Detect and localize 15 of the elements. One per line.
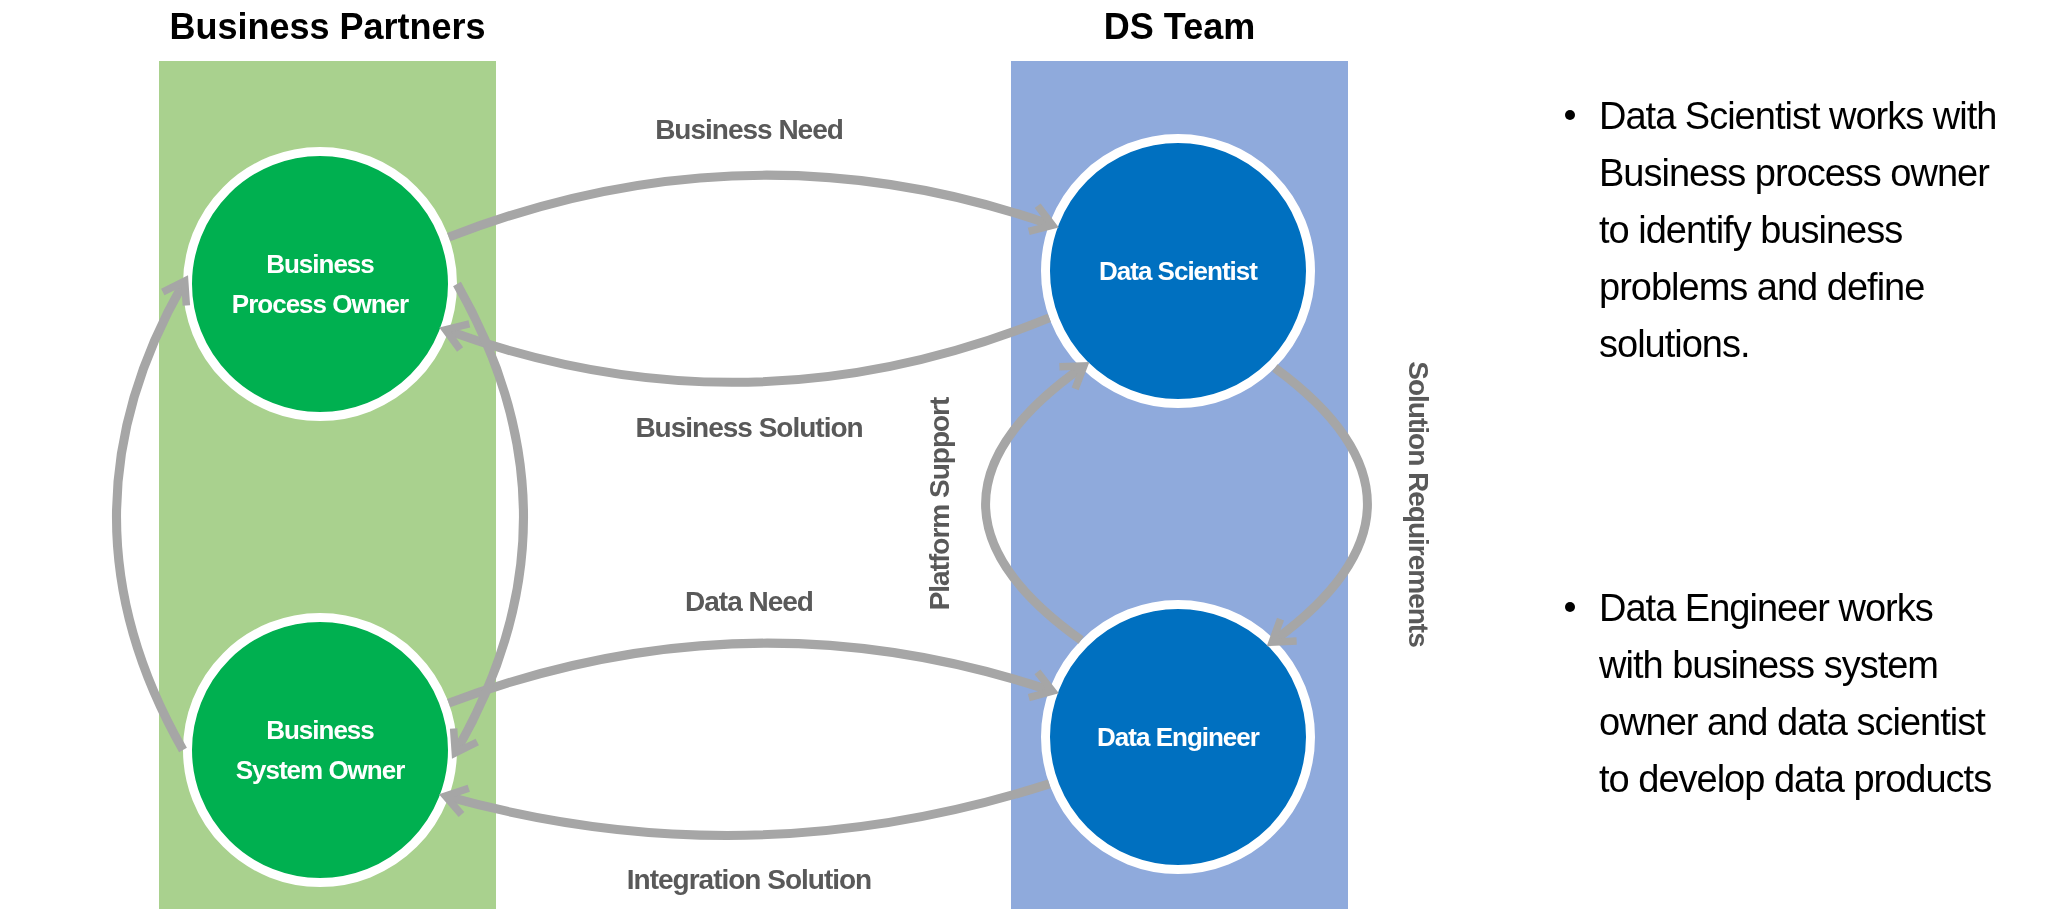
curved-arrow bbox=[981, 362, 1088, 644]
panel-heading: DS Team bbox=[1103, 5, 1256, 49]
curved-arrow bbox=[441, 313, 1051, 387]
curved-arrow bbox=[441, 779, 1051, 840]
curved-arrow bbox=[1268, 364, 1372, 646]
role-name: Business System Owner bbox=[234, 714, 406, 787]
role-name: Business Process Owner bbox=[230, 248, 410, 321]
curved-arrow bbox=[112, 277, 191, 753]
curved-arrow bbox=[449, 281, 528, 757]
role-name: Data Scientist bbox=[1098, 255, 1259, 288]
role-name: Data Engineer bbox=[1096, 721, 1261, 754]
bullet-text: Data Scientist works with Business process owner to identify business problems and define solutions. bbox=[1599, 94, 1998, 367]
curved-arrow bbox=[447, 638, 1057, 708]
panel-heading: Business Partners bbox=[169, 5, 486, 49]
bullet-text: Data Engineer works with business system owner and data scientist to develop data products bbox=[1599, 586, 1993, 802]
